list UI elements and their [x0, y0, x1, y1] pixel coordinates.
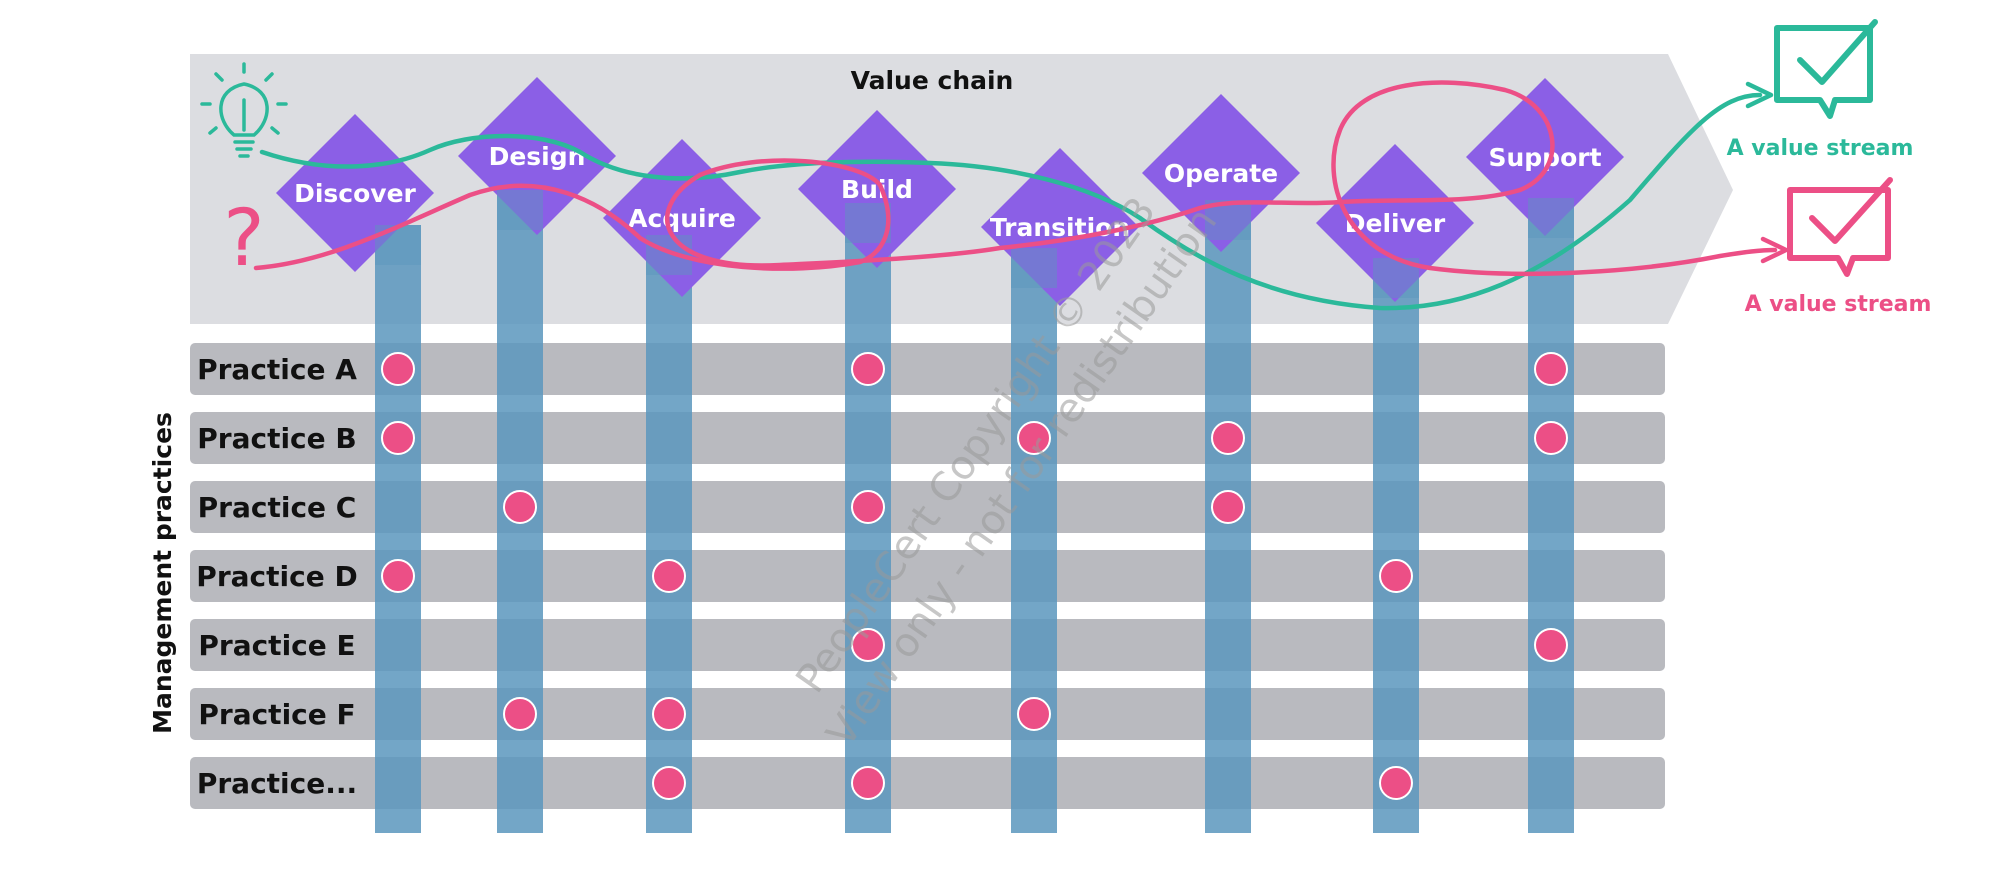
link-dot	[851, 352, 885, 386]
checked-speech-bubble-icon	[1774, 19, 1878, 119]
link-dot	[503, 490, 537, 524]
link-dot	[1211, 490, 1245, 524]
link-dot	[652, 559, 686, 593]
pink-arrowhead	[1760, 236, 1789, 264]
stage-column-discover	[375, 225, 421, 833]
link-dot	[1017, 697, 1051, 731]
link-dot	[381, 421, 415, 455]
stage-diamond	[1316, 144, 1474, 302]
link-dot	[1534, 628, 1568, 662]
practice-label-practice: Practice...	[197, 767, 357, 800]
stage-label: Transition	[990, 213, 1130, 242]
link-dot	[851, 490, 885, 524]
link-dot	[652, 766, 686, 800]
stage-deliver: Deliver	[1316, 144, 1474, 302]
stage-column-acquire	[646, 235, 692, 833]
stage-column-support	[1528, 198, 1574, 833]
stage-column-transition	[1011, 248, 1057, 833]
link-dot	[381, 352, 415, 386]
value-stream-curve-pink	[253, 80, 1778, 277]
management-practices-axis-label: Management practices	[148, 412, 177, 734]
practice-bar	[190, 619, 1665, 671]
link-dot	[652, 697, 686, 731]
practice-label-practice-d: Practice D	[196, 560, 357, 593]
stage-column-overlap	[1528, 198, 1574, 238]
stage-acquire: Acquire	[603, 139, 761, 297]
practice-bars	[190, 343, 1665, 809]
green-arrowhead	[1745, 81, 1774, 109]
stage-column-deliver	[1373, 258, 1419, 833]
link-dot	[1534, 352, 1568, 386]
question-mark-icon: ?	[223, 194, 264, 284]
stage-diamond	[798, 110, 956, 268]
value-stream-curve-green	[259, 92, 1763, 311]
value-chain-title: Value chain	[851, 66, 1014, 95]
stage-column-overlap	[1011, 248, 1057, 288]
practice-label-practice-b: Practice B	[197, 422, 356, 455]
stage-label: Acquire	[628, 204, 736, 233]
stage-column-overlap	[497, 190, 543, 230]
stage-label: Operate	[1164, 159, 1278, 188]
link-dot	[503, 697, 537, 731]
practice-bar	[190, 757, 1665, 809]
stage-diamond	[276, 114, 434, 272]
practice-label-practice-f: Practice F	[198, 698, 355, 731]
stage-diamond	[981, 148, 1139, 306]
practice-bar	[190, 688, 1665, 740]
practice-bar	[190, 343, 1665, 395]
practice-bar	[190, 550, 1665, 602]
link-dot	[1211, 421, 1245, 455]
practice-label-practice-a: Practice A	[197, 353, 357, 386]
checked-speech-bubble-icon	[1787, 177, 1893, 277]
value-stream-label-green: A value stream	[1727, 136, 1914, 161]
stage-discover: Discover	[276, 114, 434, 272]
link-dot	[1379, 766, 1413, 800]
stage-diamond	[603, 139, 761, 297]
value-stream-label-pink: A value stream	[1745, 292, 1932, 317]
practice-labels: Practice A Practice B Practice C Practice D…	[196, 353, 357, 800]
practice-bar	[190, 412, 1665, 464]
stage-columns	[375, 190, 1574, 833]
practice-stage-links	[381, 352, 1568, 800]
link-dot	[851, 628, 885, 662]
svg-text:?: ?	[223, 194, 264, 284]
practice-label-practice-e: Practice E	[198, 629, 355, 662]
lightbulb-icon	[200, 62, 288, 158]
stage-diamond	[1466, 78, 1624, 236]
practice-label-practice-c: Practice C	[198, 491, 357, 524]
link-dot	[1017, 421, 1051, 455]
practice-bar	[190, 481, 1665, 533]
link-dot	[1534, 421, 1568, 455]
stage-label: Discover	[294, 179, 416, 208]
stage-diamonds: DiscoverDesignAcquireBuildTransitionOper…	[276, 77, 1624, 306]
link-dot	[851, 766, 885, 800]
link-dot	[381, 559, 415, 593]
link-dot	[1379, 559, 1413, 593]
stage-transition: Transition	[981, 148, 1139, 306]
stage-support: Support	[1466, 78, 1624, 236]
